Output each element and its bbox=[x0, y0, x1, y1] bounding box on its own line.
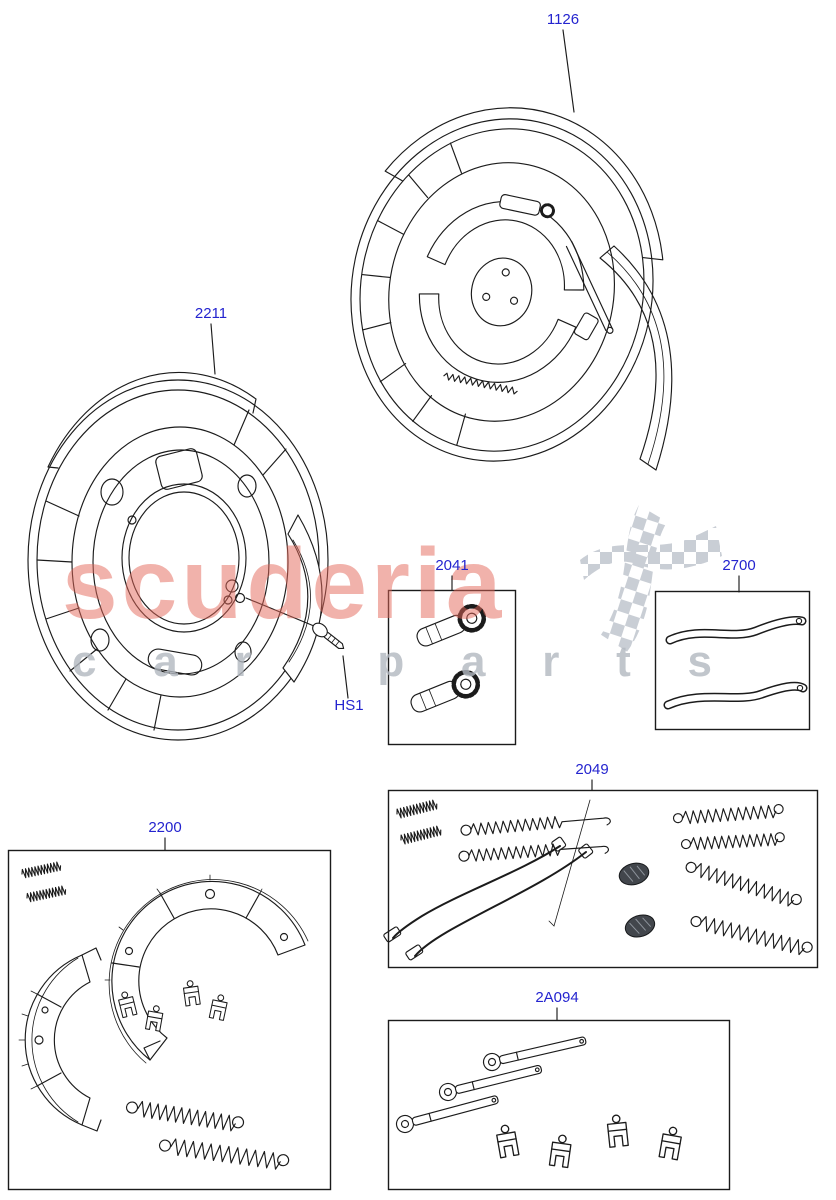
adjuster-rod bbox=[548, 799, 591, 927]
return-spring bbox=[685, 861, 802, 908]
hold-down-clip bbox=[208, 992, 229, 1021]
shoe-return-spring bbox=[125, 1100, 245, 1133]
shield-flange-segment bbox=[599, 245, 673, 471]
fixing-screw-drawing bbox=[312, 622, 345, 650]
lever-kit-box-2700 bbox=[654, 590, 811, 731]
park-brake-lever-bottom bbox=[663, 681, 808, 710]
brake-adjuster-top bbox=[416, 603, 487, 647]
backing-plate-2211-drawing bbox=[27, 371, 345, 741]
shoe-return-spring bbox=[158, 1137, 290, 1171]
spring-clip bbox=[658, 1125, 684, 1161]
small-coil-spring bbox=[20, 861, 62, 879]
pin-clip-kit-box-2a094 bbox=[387, 1019, 731, 1191]
watermark-primary-text: scuderia bbox=[62, 528, 505, 640]
spring-clip bbox=[494, 1123, 520, 1159]
screw-leader-line bbox=[245, 597, 315, 627]
plate-flange-segment bbox=[282, 514, 323, 683]
callout-2049[interactable]: 2049 bbox=[575, 761, 608, 778]
adjuster-spring-top bbox=[460, 815, 611, 837]
park-brake-lever-top bbox=[665, 616, 807, 645]
callout-2200[interactable]: 2200 bbox=[148, 819, 181, 836]
callout-2041[interactable]: 2041 bbox=[435, 557, 468, 574]
spring-clip bbox=[606, 1113, 629, 1148]
watermark-secondary-text: car parts bbox=[72, 637, 712, 686]
spring-cable-kit-box-2049 bbox=[383, 789, 819, 969]
small-coil-spring bbox=[399, 825, 443, 845]
return-spring bbox=[672, 804, 784, 825]
dust-shield-1126-drawing bbox=[350, 107, 673, 471]
rubber-grommet bbox=[624, 914, 656, 938]
hold-down-clip bbox=[182, 979, 201, 1007]
rubber-grommet bbox=[618, 862, 650, 886]
callout-2700[interactable]: 2700 bbox=[722, 557, 755, 574]
brake-adjuster-bottom bbox=[410, 669, 481, 713]
callout-1126[interactable]: 1126 bbox=[547, 11, 579, 28]
callout-hs1[interactable]: HS1 bbox=[334, 697, 363, 714]
checkered-flag-graphic bbox=[580, 505, 722, 652]
small-coil-spring bbox=[395, 799, 439, 819]
callout-2a094[interactable]: 2A094 bbox=[535, 989, 578, 1006]
return-spring bbox=[690, 914, 813, 957]
brake-shoe-kit-box-2200 bbox=[7, 849, 332, 1191]
brake-shoe-left bbox=[18, 947, 102, 1132]
callout-2211[interactable]: 2211 bbox=[195, 305, 227, 322]
small-coil-spring bbox=[25, 885, 67, 903]
spring-clip bbox=[548, 1133, 573, 1169]
callout-leader-lines bbox=[164, 29, 740, 1021]
brake-shoe-right bbox=[104, 874, 309, 1064]
adjuster-kit-box-2041 bbox=[387, 589, 517, 746]
return-spring bbox=[680, 832, 785, 851]
park-brake-cables bbox=[383, 836, 594, 961]
